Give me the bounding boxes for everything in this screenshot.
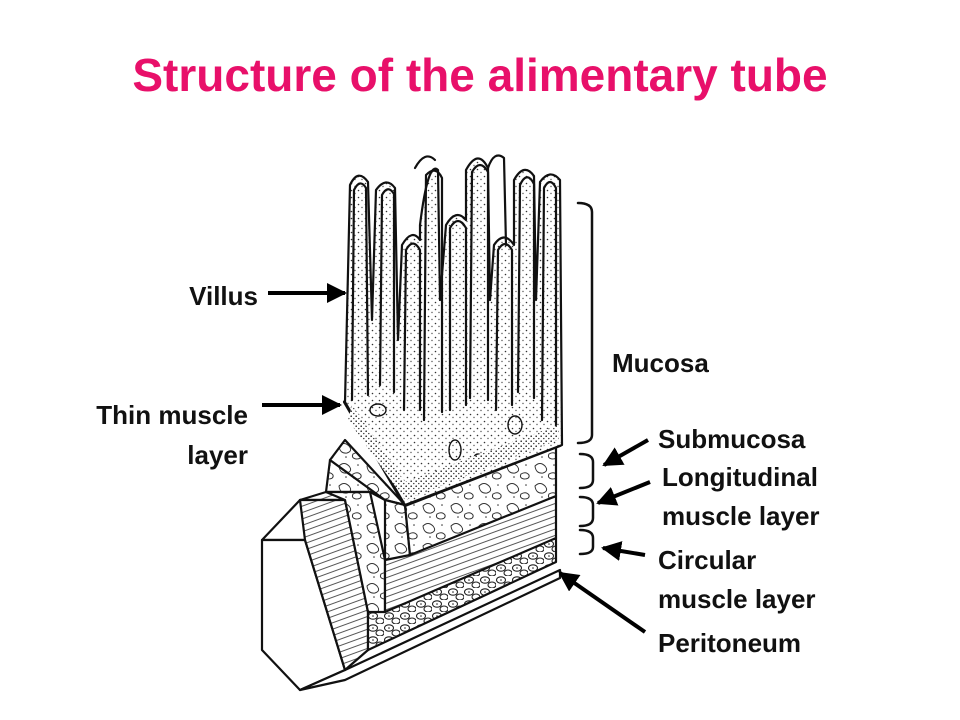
mucosa-brace [576,201,594,445]
submucosa-arrow [602,438,649,467]
label-peritoneum: Peritoneum [558,571,801,658]
submucosa-slab [328,438,558,562]
peritoneum-label: Peritoneum [658,628,801,658]
label-villus: Villus [189,281,347,311]
longitudinal-brace [578,495,595,528]
tissue-block [260,154,564,692]
mucosa-label: Mucosa [612,348,709,378]
label-circular: Circular muscle layer [578,528,816,614]
thin-muscle-label-line1: Thin muscle [96,400,248,430]
circular-label-line1: Circular [658,545,756,575]
circular-brace [578,528,595,556]
mucosa-body [343,154,564,507]
label-mucosa: Mucosa [576,201,709,445]
circular-label-line2: muscle layer [658,584,816,614]
peritoneum-arrow [558,571,647,634]
circular-arrow [601,541,646,561]
page-title: Structure of the alimentary tube [132,49,828,101]
label-thin-muscle: Thin muscle layer [96,395,342,470]
label-longitudinal: Longitudinal muscle layer [578,462,820,531]
submucosa-brace [578,452,595,490]
thin-muscle-label-line2: layer [187,440,248,470]
label-submucosa: Submucosa [578,424,806,490]
submucosa-label: Submucosa [658,424,806,454]
longitudinal-arrow [596,480,651,506]
villus-label: Villus [189,281,258,311]
longitudinal-label-line1: Longitudinal [662,462,818,492]
longitudinal-label-line2: muscle layer [662,501,820,531]
